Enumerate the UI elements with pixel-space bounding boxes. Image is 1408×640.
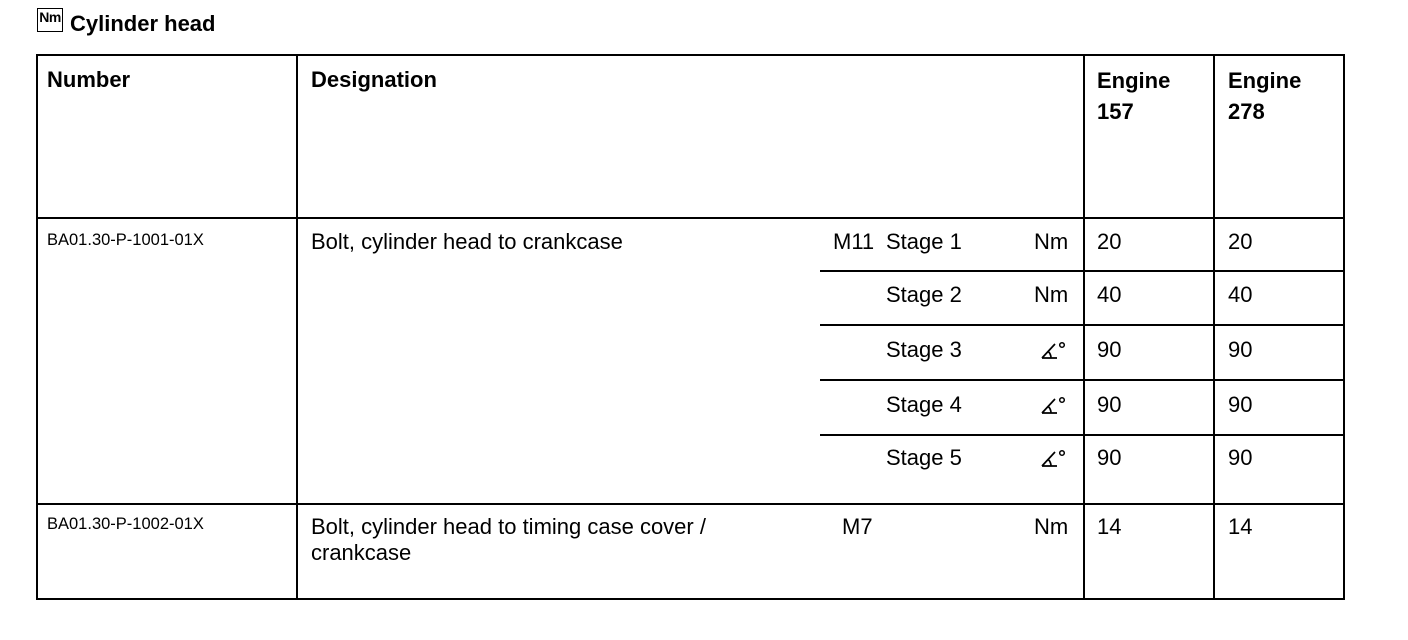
table-border-top (36, 54, 1345, 56)
part-number: BA01.30-P-1002-01X (47, 515, 204, 533)
torque-unit: Nm (1034, 514, 1069, 539)
stage-row: Stage 5 90 90 (0, 447, 1408, 469)
table-row: BA01.30-P-1001-01X Bolt, cylinder head t… (0, 218, 1408, 504)
column-divider (296, 54, 298, 600)
value-engine-278: 20 (1228, 229, 1253, 254)
table-border-right (1343, 54, 1345, 600)
angle-degree-icon (1041, 396, 1066, 414)
table-border-bottom (36, 598, 1345, 600)
thread-size: M7 (842, 514, 873, 539)
value-engine-157: 40 (1097, 282, 1122, 307)
stage-label: Stage 5 (886, 445, 962, 470)
torque-unit: Nm (1034, 229, 1069, 254)
column-header-designation: Designation (311, 67, 437, 92)
stage-divider (820, 324, 1345, 326)
stage-label: Stage 4 (886, 392, 962, 417)
table-header: Number Designation Engine 157 Engine 278 (0, 55, 1408, 218)
stage-row: Stage 2 Nm 40 40 (0, 284, 1408, 306)
stage-label: Stage 1 (886, 229, 962, 254)
part-number: BA01.30-P-1001-01X (47, 231, 204, 249)
thread-size: M11 (833, 229, 875, 254)
column-header-engine-157: Engine 157 (1097, 68, 1171, 124)
table-row: BA01.30-P-1002-01X Bolt, cylinder head t… (0, 504, 1408, 599)
value-engine-278: 90 (1228, 445, 1253, 470)
table-border-left (36, 54, 38, 600)
stage-label: Stage 3 (886, 337, 962, 362)
page-title: Cylinder head (70, 11, 216, 36)
stage-label: Stage 2 (886, 282, 962, 307)
value-engine-278: 14 (1228, 514, 1253, 539)
value-engine-278: 90 (1228, 392, 1253, 417)
column-divider (1083, 54, 1085, 600)
angle-degree-icon (1041, 449, 1066, 467)
value-engine-157: 14 (1097, 514, 1122, 539)
designation: Bolt, cylinder head to timing case cover… (311, 514, 706, 565)
stage-row: Stage 1 Nm 20 20 (0, 231, 1408, 253)
stage-row: Stage 4 90 90 (0, 394, 1408, 416)
designation: Bolt, cylinder head to crankcase (311, 229, 623, 254)
column-divider (1213, 54, 1215, 600)
value-engine-157: 90 (1097, 337, 1122, 362)
stage-divider (820, 379, 1345, 381)
stage-divider (820, 434, 1345, 436)
value-engine-278: 90 (1228, 337, 1253, 362)
value-engine-157: 90 (1097, 445, 1122, 470)
row-divider (36, 503, 1345, 505)
header-divider (36, 217, 1345, 219)
stage-divider (820, 270, 1345, 272)
column-header-number: Number (47, 67, 131, 92)
angle-degree-icon (1041, 341, 1066, 359)
value-engine-157: 20 (1097, 229, 1122, 254)
stage-row: Stage 3 90 90 (0, 339, 1408, 361)
column-header-engine-278: Engine 278 (1228, 68, 1302, 124)
torque-unit: Nm (1034, 282, 1069, 307)
value-engine-278: 40 (1228, 282, 1253, 307)
value-engine-157: 90 (1097, 392, 1122, 417)
nm-icon: Nm (37, 8, 63, 32)
